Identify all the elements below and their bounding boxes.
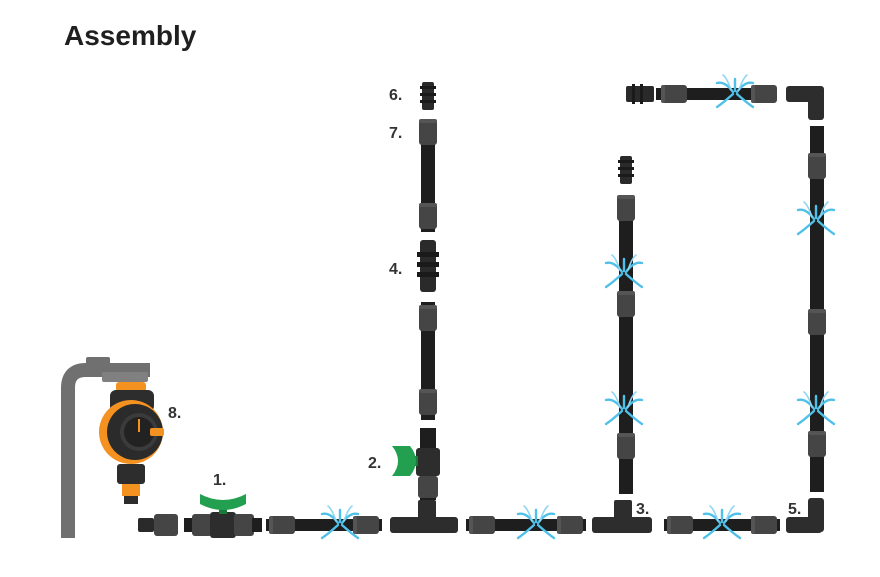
end-plug-icon: [618, 156, 634, 184]
label-8: 8.: [168, 405, 181, 422]
elbow-connector-icon: [786, 86, 824, 120]
label-1: 1.: [213, 472, 226, 489]
elbow-connector-icon: [786, 498, 824, 533]
label-2: 2.: [368, 455, 381, 472]
end-plug-icon: [420, 82, 436, 110]
hose-connector-icon: [138, 514, 178, 536]
tee-connector-icon: [592, 500, 652, 533]
water-timer-icon: [99, 382, 164, 504]
main-supply-line: [138, 494, 824, 540]
shutoff-valve-icon: [184, 494, 262, 538]
end-plug-icon: [626, 84, 654, 104]
faucet-icon: [61, 357, 150, 538]
label-5: 5.: [788, 501, 801, 518]
shutoff-valve-icon: [392, 428, 440, 500]
label-3: 3.: [636, 501, 649, 518]
coupling-icon: [417, 240, 439, 292]
label-6: 6.: [389, 87, 402, 104]
page-title: Assembly: [64, 20, 197, 51]
tee-connector-icon: [390, 500, 458, 533]
riser-line-3: [604, 156, 644, 494]
label-7: 7.: [389, 125, 402, 142]
label-4: 4.: [389, 261, 402, 278]
right-loop-line: [626, 73, 836, 492]
riser-line-2: [392, 82, 440, 500]
